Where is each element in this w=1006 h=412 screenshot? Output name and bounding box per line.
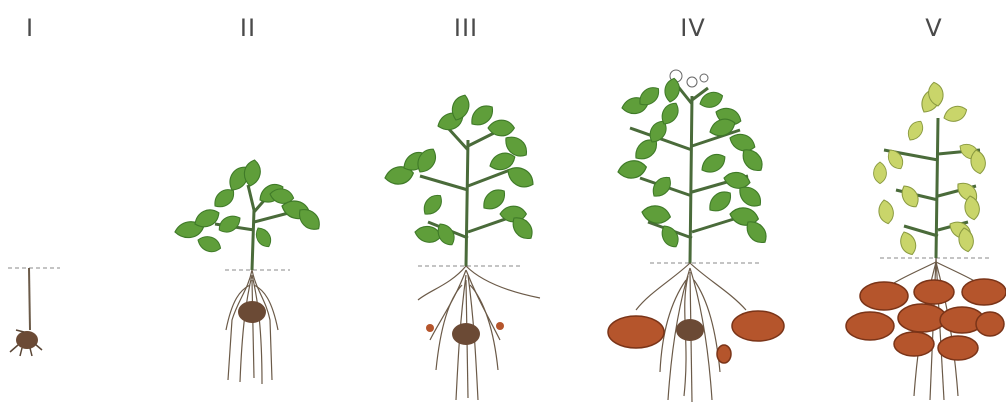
plant-stage-5 xyxy=(846,81,1006,400)
plant-stage-1 xyxy=(8,268,60,356)
tubers-stage-5 xyxy=(846,279,1006,360)
plant-stage-2 xyxy=(174,159,325,384)
plant-stage-3 xyxy=(384,93,540,400)
plant-stage-4 xyxy=(608,70,784,402)
seed-tuber-3 xyxy=(452,323,480,345)
seed-tuber-2 xyxy=(238,301,266,323)
sprout-stem-1 xyxy=(29,268,30,330)
seed-tuber-1 xyxy=(10,330,42,356)
seed-tuber-4 xyxy=(676,319,704,341)
